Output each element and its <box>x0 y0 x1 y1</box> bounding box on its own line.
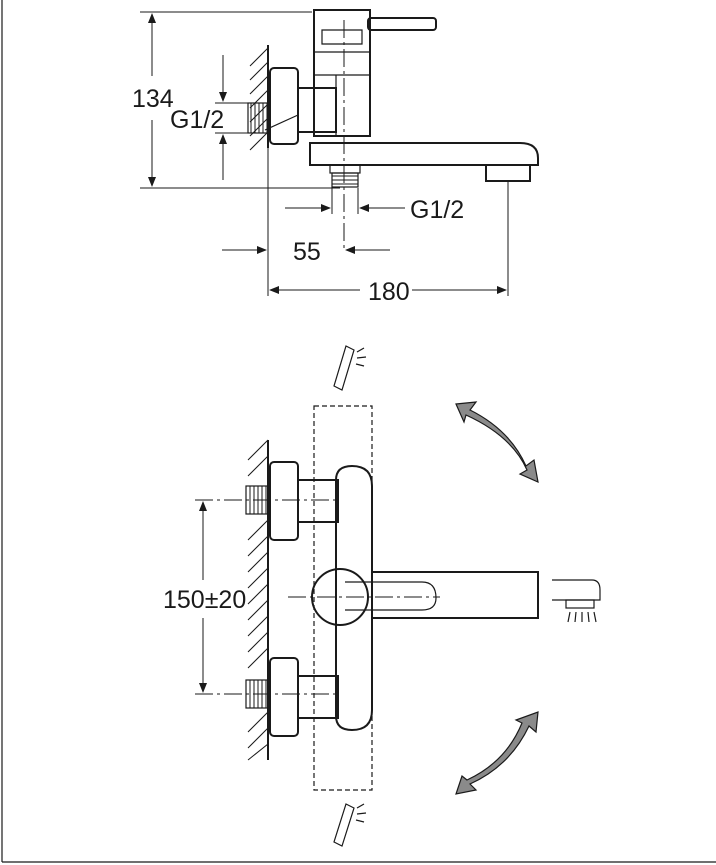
wall-hatch-top <box>249 45 269 151</box>
spout-front <box>372 571 539 619</box>
dim-height: 134 <box>132 11 340 189</box>
lever-front <box>345 581 437 611</box>
hand-shower-icon-bottom <box>333 803 367 847</box>
lower-inlet <box>195 657 340 737</box>
rotation-arrow-icon <box>455 401 539 484</box>
shower-zone-outline <box>313 405 373 791</box>
dim-height-label: 134 <box>132 85 174 113</box>
side-view: 134 G1/2 G1/2 55 <box>132 9 539 306</box>
dim-inlet-spacing: 150±20 <box>163 501 246 693</box>
upper-inlet <box>195 461 340 541</box>
dim-wall-outlet: 55 <box>222 148 390 296</box>
outlet-thread-top <box>331 172 359 188</box>
eccentric-connector-top <box>297 87 337 133</box>
dim-spout-reach: 180 <box>269 182 509 306</box>
inlet-thread-top <box>247 102 271 134</box>
rotation-arrow-icon-lower <box>455 711 539 795</box>
dim-wall-outlet-label: 55 <box>293 238 321 266</box>
mixer-body-top <box>313 9 371 137</box>
front-view: 150±20 <box>163 345 601 847</box>
dim-inlet-thread-label: G1/2 <box>170 106 224 134</box>
spout-spray-icon <box>552 579 601 623</box>
spout-top <box>309 142 539 166</box>
dim-outlet-thread: G1/2 <box>285 188 464 224</box>
dim-inlet-thread: G1/2 <box>170 55 250 180</box>
dim-outlet-thread-label: G1/2 <box>410 196 464 224</box>
mixer-body-front <box>335 464 373 732</box>
wall-hatch-front <box>247 439 269 761</box>
hand-shower-icon <box>333 345 367 391</box>
dim-inlet-spacing-label: 150±20 <box>163 586 246 614</box>
wall-flange-top <box>269 67 299 145</box>
dim-spout-reach-label: 180 <box>368 278 410 306</box>
lever-handle-top <box>367 17 437 31</box>
